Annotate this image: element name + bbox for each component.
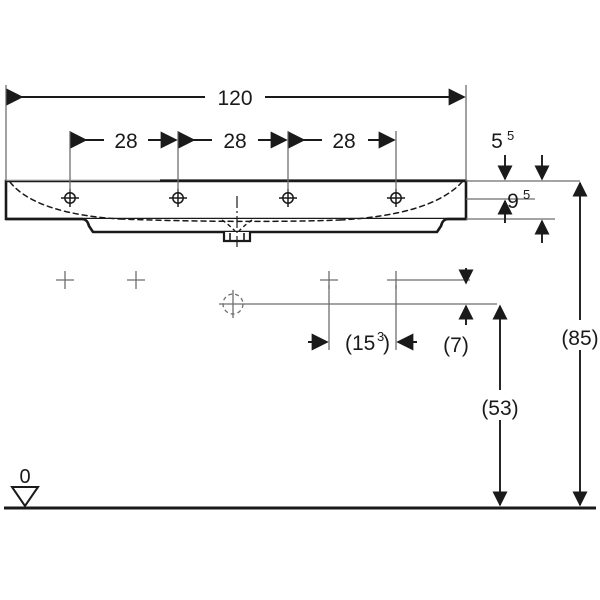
drain-outlet-detail	[221, 196, 253, 247]
dimension-total-height: (85)	[561, 181, 599, 507]
dimension-small-offset: (7)	[443, 268, 474, 357]
fixing-point-marker	[56, 271, 74, 289]
dim-label-overall-width: 120	[217, 87, 252, 110]
fixing-point-markers	[56, 271, 405, 318]
dimension-horizontal-offset: (15 3 )	[308, 329, 417, 355]
dimension-basin-depth: 9 5	[497, 155, 550, 243]
bowl-hidden-contour	[9, 181, 463, 223]
dim-label-top-thickness-superscript: 5	[507, 128, 514, 143]
fixing-extension-lines	[328, 285, 397, 350]
dim-label-horizontal-offset: (15	[345, 332, 375, 355]
dim-label-tap-spacing-1: 28	[114, 130, 137, 153]
floor-datum: 0	[4, 466, 596, 510]
dimension-top-thickness: 5 5	[491, 128, 514, 181]
basin-underbody	[6, 217, 466, 234]
dim-label-small-offset: (7)	[443, 334, 469, 357]
dim-label-basin-depth: 9	[507, 190, 519, 213]
dimension-mid-height: (53)	[481, 304, 519, 507]
dim-label-tap-spacing-3: 28	[332, 130, 355, 153]
dimension-overall-width: 120	[5, 85, 467, 181]
dim-label-horizontal-offset-suffix: )	[383, 332, 390, 355]
dim-label-horizontal-offset-superscript: 3	[377, 329, 384, 344]
datum-triangle-icon	[10, 486, 40, 508]
dim-label-total-height: (85)	[561, 327, 598, 350]
dim-label-basin-depth-superscript: 5	[523, 187, 530, 202]
fixing-point-marker-circled	[219, 290, 247, 318]
dim-label-tap-spacing-2: 28	[223, 130, 246, 153]
tap-hole-extension-lines	[69, 131, 397, 192]
dim-label-top-thickness: 5	[491, 130, 503, 153]
fixing-point-marker	[127, 271, 145, 289]
dimension-tap-spacings: 28 28 28	[70, 130, 396, 153]
basin-outline	[4, 179, 468, 234]
dim-label-mid-height: (53)	[481, 397, 518, 420]
right-reference-lines	[466, 180, 580, 220]
datum-label: 0	[19, 466, 30, 488]
